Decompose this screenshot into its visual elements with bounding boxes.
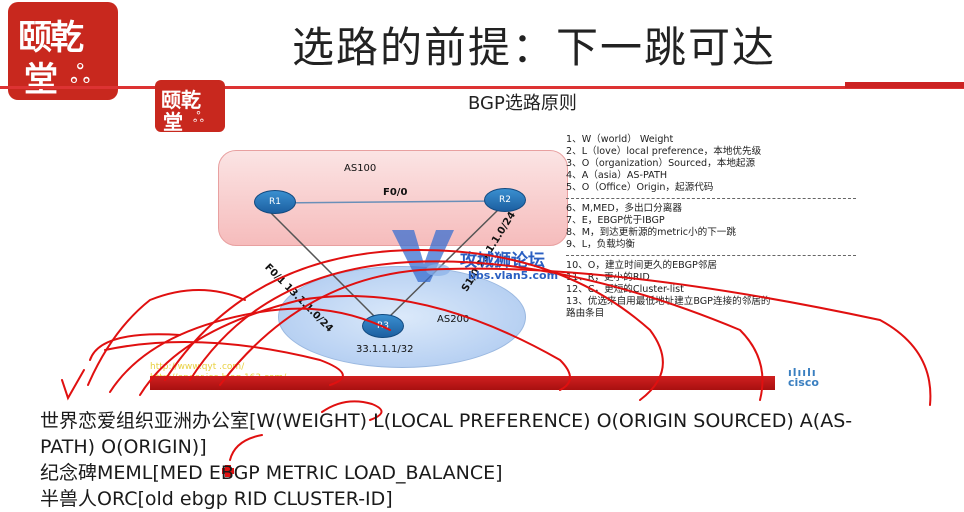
notes-line: 世界恋爱组织亚洲办公室[W(WEIGHT) L(LOCAL PREFERENCE… [40,410,853,432]
router-r1-label: R1 [269,197,281,207]
annotation-stroke [229,434,263,461]
as200-region [278,266,526,368]
list-item: 11、R，更小的RID [566,272,650,283]
link-r2-r3 [387,207,501,319]
list-item: 3、O（organization）Sourced，本地起源 [566,158,756,169]
annotation-stroke [89,333,181,361]
slide-title: BGP选路原则 [468,93,577,114]
list-item: 7、E，EBGP优于IBGP [566,215,665,226]
notes-line: PATH) O(ORIGIN)] [40,436,207,458]
list-item: 13、优选来自用最低地址建立BGP连接的邻居的 [566,296,771,307]
annotation-stroke [164,248,664,401]
title-divider-accent [845,82,964,88]
slide-logo-text-top: 颐乾 [161,88,201,112]
annotation-stroke [87,289,246,386]
list-item: 10、O，建立时间更久的EBGP邻居 [566,260,717,271]
link-text: http://www.qyt .com/ [150,362,245,372]
list-item: 9、L，负载均衡 [566,239,636,250]
as100-label: AS100 [344,163,377,174]
list-item: 2、L（love）local preference，本地优先级 [566,146,762,157]
cisco-logo-text: cisco [788,376,819,389]
brand-logo-text-bottom: 堂 [24,60,58,100]
cisco-bars-icon: ılıılı [788,366,817,379]
as200-label: AS200 [437,314,470,325]
watermark: 攻城狮论坛 bbs.vlan5.com [388,224,558,290]
annotation-stroke [61,369,85,401]
annotation-stroke [321,400,383,421]
list-item: 8、M，到达更新源的metric小的下一跳 [566,227,736,238]
r3-address: 33.1.1.1/32 [356,344,414,355]
link-r1-r3 [267,209,377,319]
notes-line: 纪念碑MEML[MED EBGP METRIC LOAD_BALANCE] [40,462,503,484]
list-divider [566,198,856,199]
slide-logo-text-bottom: 堂 [163,110,183,134]
watermark-main: 攻城狮论坛 [460,251,545,271]
notes-block: 世界恋爱组织亚洲办公室[W(WEIGHT) L(LOCAL PREFERENCE… [40,408,960,512]
swirl-icon: ஃ [70,60,91,90]
plus-icon [222,465,234,477]
annotation-stroke [104,341,344,386]
brand-logo: 颐乾 堂 ஃ [8,2,118,100]
list-item: 6、M,MED，多出口分离器 [566,203,682,214]
annotation-stroke [219,267,932,406]
watermark-sub: bbs.vlan5.com [468,269,559,282]
list-item: 5、O（Office）Origin，起源代码 [566,182,714,193]
list-item: 路由条目 [566,308,605,319]
list-divider [566,255,856,256]
slide-logo: 颐乾 堂 ஃ [155,80,225,134]
link-label-f00: F0/0 [383,187,408,198]
list-item: 1、W（world） Weight [566,134,674,145]
slide-footer-bar [150,376,775,390]
cisco-logo: ılıılı cisco [788,366,819,389]
router-r2: R2 [484,188,526,212]
brand-logo-text-top: 颐乾 [18,18,84,58]
annotation-stroke [189,260,764,401]
link-r1-r2 [271,200,501,204]
notes-line: 半兽人ORC[old ebgp RID CLUSTER-ID] [40,488,393,510]
page-title: 选路的前提：下一跳可达 [292,23,777,72]
annotation-stroke [139,295,571,396]
router-r2-label: R2 [499,195,511,205]
list-item: 4、A（asia）AS-PATH [566,170,668,181]
title-divider [0,86,964,89]
router-r1: R1 [254,190,296,214]
swirl-icon: ஃ [193,110,204,126]
